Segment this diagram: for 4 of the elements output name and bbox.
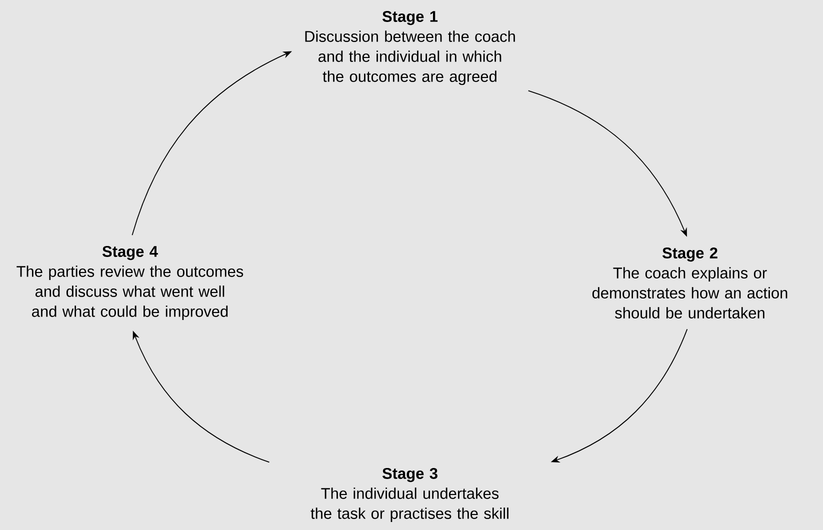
- stage-label: Stage 1 Discussion between the coach and the individual in which the outcomes are agreed: [305, 10, 515, 86]
- stage-label: Stage 4 The parties review the outcomes and discuss what went well and what could be improved: [16, 246, 244, 320]
- stage-label: Stage 3 The individual undertakes the task or practises the skill: [310, 468, 508, 522]
- stage-label: Stage 2 The coach explains or demonstrates how an action should be undertaken: [592, 248, 788, 318]
